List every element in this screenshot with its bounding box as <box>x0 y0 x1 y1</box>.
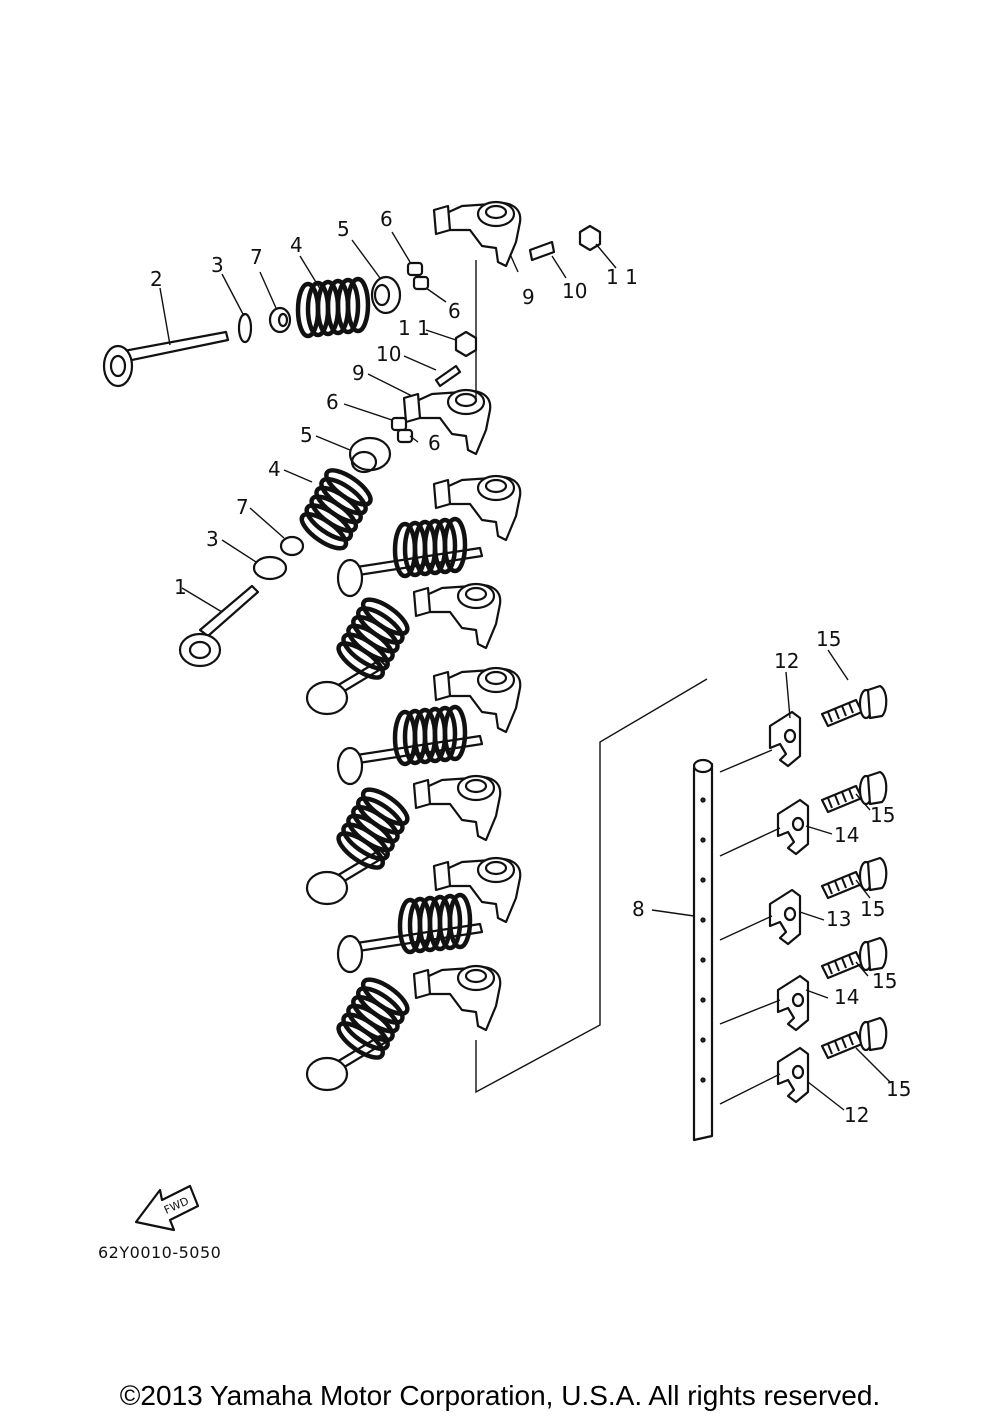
callout-10: 10 <box>376 342 401 366</box>
callout-9: 9 <box>522 285 535 309</box>
spring-retainer-5b-drawing <box>348 436 392 474</box>
nut-11b-drawing <box>454 330 478 358</box>
adjusting-screw-10-drawing <box>528 240 556 262</box>
valve-seal-7-drawing <box>268 306 292 334</box>
callout-6: 6 <box>326 390 339 414</box>
callout-15: 15 <box>886 1077 911 1101</box>
callout-5: 5 <box>300 423 313 447</box>
callout-9: 9 <box>352 361 365 385</box>
clip-14-top-drawing <box>776 798 810 856</box>
shaft-guide-line <box>475 678 708 1094</box>
callout-11: 1 1 <box>398 316 430 340</box>
callout-7: 7 <box>236 495 249 519</box>
callout-12: 12 <box>774 649 799 673</box>
adjusting-screw-10b-drawing <box>434 364 462 388</box>
diagram-code: 62Y0010-5050 <box>98 1243 222 1262</box>
cylinder-assemblies-drawing <box>305 474 522 1092</box>
callout-15: 15 <box>870 803 895 827</box>
callout-4: 4 <box>268 457 281 481</box>
nut-11-drawing <box>578 224 602 252</box>
clip-12-top-drawing <box>768 710 802 768</box>
rocker-arm-top-drawing <box>432 200 522 268</box>
callout-1: 1 <box>174 575 187 599</box>
leader-lines <box>159 231 891 1111</box>
callout-14: 14 <box>834 823 859 847</box>
callout-6: 6 <box>380 207 393 231</box>
valve-spring-4b-drawing <box>293 464 380 554</box>
callout-15: 15 <box>860 897 885 921</box>
callout-4: 4 <box>290 233 303 257</box>
callout-8: 8 <box>632 897 645 921</box>
callout-15: 15 <box>816 627 841 651</box>
copyright-notice: ©2013 Yamaha Motor Corporation, U.S.A. A… <box>119 1380 881 1411</box>
callout-3: 3 <box>211 253 224 277</box>
spring-retainer-5-drawing <box>370 275 402 315</box>
valve-1-drawing <box>178 584 260 668</box>
bolt-15-1-drawing <box>820 684 888 728</box>
fwd-arrow-icon: FWD <box>134 1184 200 1232</box>
callout-6: 6 <box>448 299 461 323</box>
callout-14: 14 <box>834 985 859 1009</box>
callout-13: 13 <box>826 907 851 931</box>
callout-10: 10 <box>562 279 587 303</box>
callout-11: 1 1 <box>606 265 638 289</box>
valve-cotter-6b-drawing <box>390 416 414 444</box>
bolt-15-5-drawing <box>820 1016 888 1060</box>
callout-15: 15 <box>872 969 897 993</box>
valve-seal-7b-drawing <box>279 535 305 557</box>
callout-3: 3 <box>206 527 219 551</box>
valve-cotter-6-drawing <box>406 261 430 291</box>
washer-3b-drawing <box>252 555 288 581</box>
rocker-shaft-8-drawing <box>692 758 714 1142</box>
callout-7: 7 <box>250 245 263 269</box>
valve-2-drawing <box>102 330 230 388</box>
washer-3-drawing <box>237 312 253 344</box>
valve-spring-4-drawing <box>298 279 368 336</box>
bolt-15-3-drawing <box>820 856 888 900</box>
clip-12-bottom-drawing <box>776 1046 810 1104</box>
clip-13-drawing <box>768 888 802 946</box>
callout-5: 5 <box>337 217 350 241</box>
callout-6: 6 <box>428 431 441 455</box>
callout-2: 2 <box>150 267 163 291</box>
rocker-arm-9-drawing <box>402 388 492 456</box>
clip-14-bottom-drawing <box>776 974 810 1032</box>
callout-12: 12 <box>844 1103 869 1127</box>
